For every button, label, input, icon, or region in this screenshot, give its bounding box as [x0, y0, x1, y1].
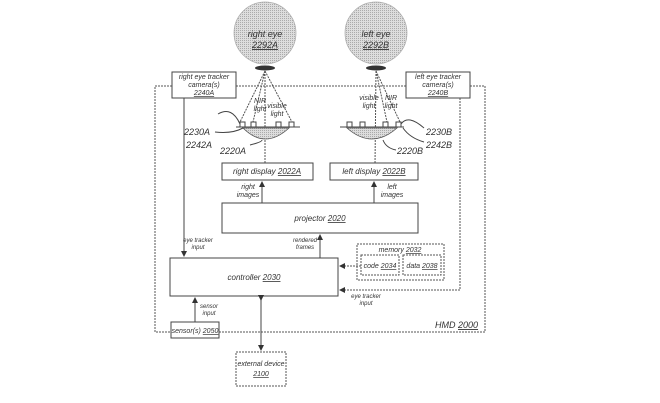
data-block: data 2038 [402, 254, 442, 276]
svg-text:2100: 2100 [252, 371, 269, 378]
svg-text:left display 2022B: left display 2022B [342, 167, 406, 176]
svg-text:code 2034: code 2034 [364, 263, 397, 270]
external-device: external device 2100 [235, 351, 287, 387]
right-eye-tracker-camera: right eye tracker camera(s) 2240A [171, 71, 237, 99]
svg-text:2292A: 2292A [251, 40, 278, 50]
ref-2230B: 2230B [425, 127, 452, 137]
right-display: right display 2022A [221, 162, 314, 181]
left-tracker-input-line [339, 98, 461, 293]
svg-text:right eye tracker: right eye tracker [179, 74, 230, 81]
controller: controller 2030 [169, 257, 339, 297]
projector: projector 2020 [221, 202, 419, 234]
svg-text:right eye: right eye [248, 29, 283, 39]
ref-2220B: 2220B [396, 146, 423, 156]
svg-text:sensor(s) 2050: sensor(s) 2050 [172, 328, 219, 335]
svg-text:2240A: 2240A [193, 90, 215, 97]
svg-text:left eye: left eye [361, 29, 390, 39]
left-eye-optics [340, 70, 425, 166]
svg-text:2292B: 2292B [362, 40, 389, 50]
left-eye: left eye 2292B [344, 1, 408, 71]
svg-text:controller 2030: controller 2030 [228, 273, 281, 282]
left-eye-tracker-camera: left eye tracker camera(s) 2240B [405, 71, 471, 99]
svg-text:right display 2022A: right display 2022A [233, 167, 301, 176]
sensors: sensor(s) 2050 [170, 321, 220, 339]
svg-text:2240B: 2240B [427, 90, 449, 97]
svg-text:camera(s): camera(s) [422, 82, 454, 89]
ref-2242A: 2242A [185, 140, 212, 150]
code-block: code 2034 [360, 254, 400, 276]
ref-2220A: 2220A [219, 146, 246, 156]
svg-text:memory 2032: memory 2032 [379, 247, 422, 254]
svg-text:left eye tracker: left eye tracker [415, 74, 462, 81]
left-display: left display 2022B [329, 162, 419, 181]
svg-text:external device: external device [237, 361, 284, 368]
svg-text:camera(s): camera(s) [188, 82, 220, 89]
right-eye-optics [214, 70, 300, 165]
svg-text:data 2038: data 2038 [406, 263, 437, 270]
right-eye: right eye 2292A [233, 1, 297, 71]
ref-2230A: 2230A [183, 127, 210, 137]
ref-2242B: 2242B [425, 140, 452, 150]
hmd-label: HMD 2000 [435, 320, 478, 330]
svg-text:projector 2020: projector 2020 [293, 214, 346, 223]
hmd-boundary [154, 85, 486, 333]
